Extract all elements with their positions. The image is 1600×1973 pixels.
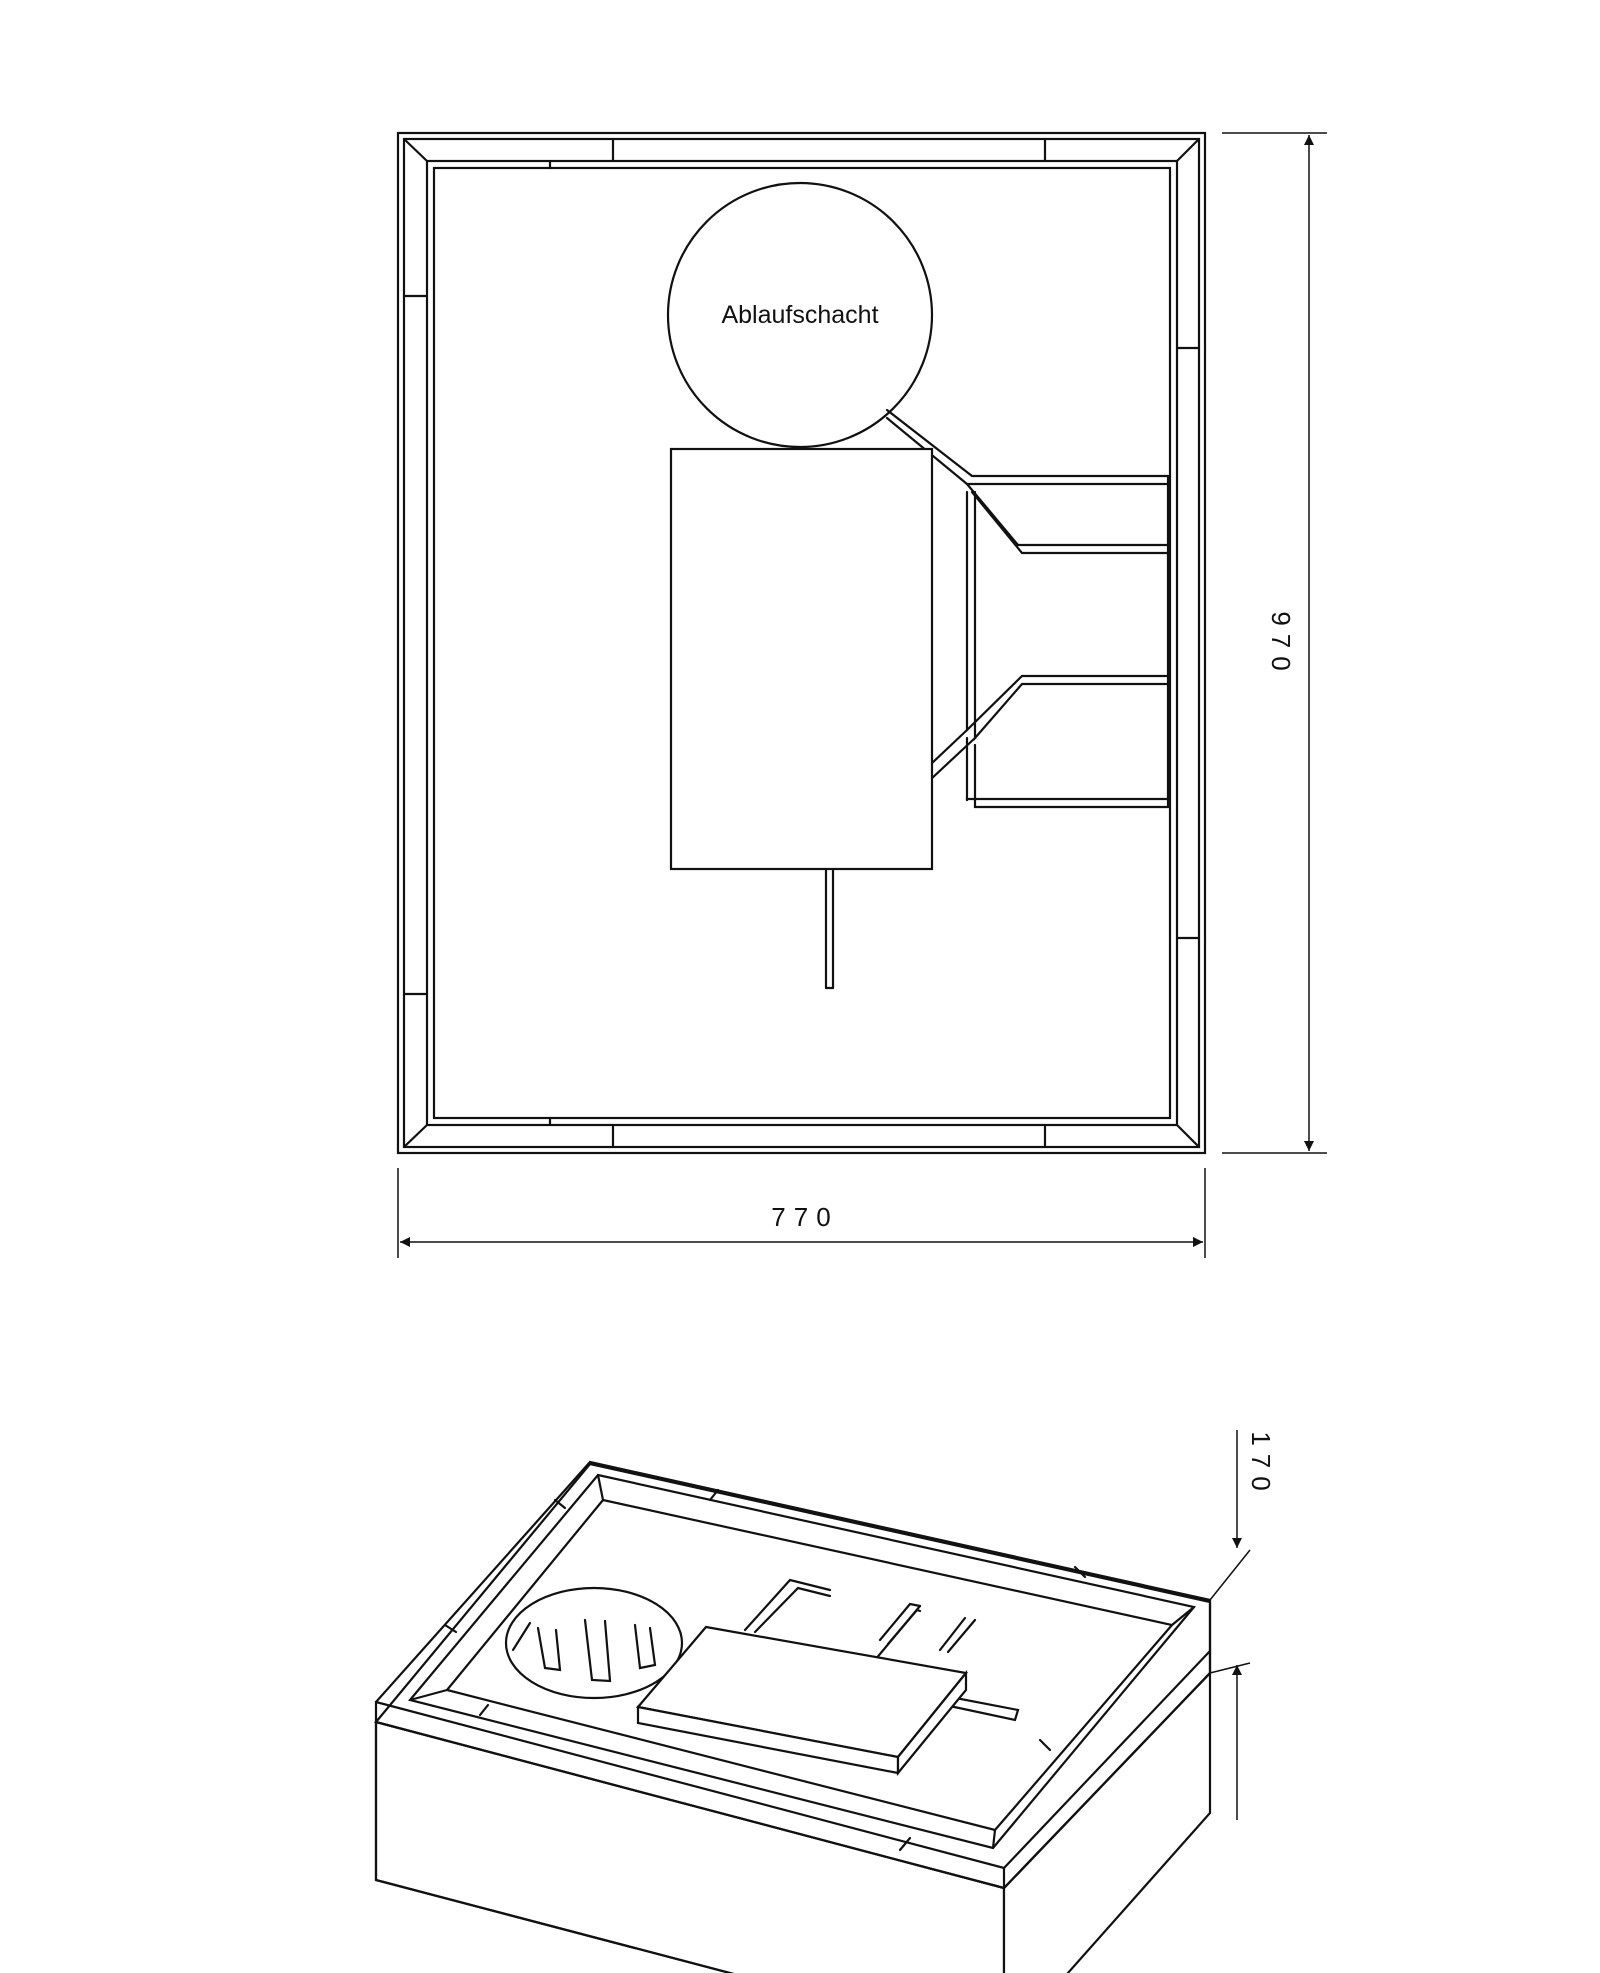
height-dimension-value: 170: [1246, 1431, 1276, 1498]
iso-drain-hole-ribs: [511, 1618, 657, 1683]
width-dimension: [397, 1168, 1206, 1258]
rim-corners: [402, 137, 1201, 1149]
tray-outer-edge-inner-line: [402, 137, 1201, 1149]
drain-shaft-circle: [666, 181, 934, 449]
iso-drain-grooves: [743, 1578, 1020, 1722]
iso-cover-panel-side: [896, 1669, 968, 1777]
width-dimension-value: 770: [771, 1202, 838, 1232]
tray-outer-edge: [396, 131, 1207, 1155]
tray-inner-rim: [425, 159, 1179, 1127]
iso-drain-hole: [504, 1586, 684, 1700]
rim-notches: [402, 137, 1201, 1149]
depth-dimension-value: 970: [1266, 611, 1296, 678]
drain-grooves: [824, 408, 1170, 990]
cover-panel: [669, 447, 934, 871]
top-view: Ablaufschacht 770 970: [396, 131, 1327, 1258]
tray-inner-rim-line: [432, 166, 1172, 1120]
drain-shaft-label: Ablaufschacht: [721, 301, 878, 329]
iso-view: 170: [374, 1430, 1276, 1973]
depth-dimension: [1222, 132, 1327, 1154]
height-dimension: [1209, 1430, 1251, 1820]
